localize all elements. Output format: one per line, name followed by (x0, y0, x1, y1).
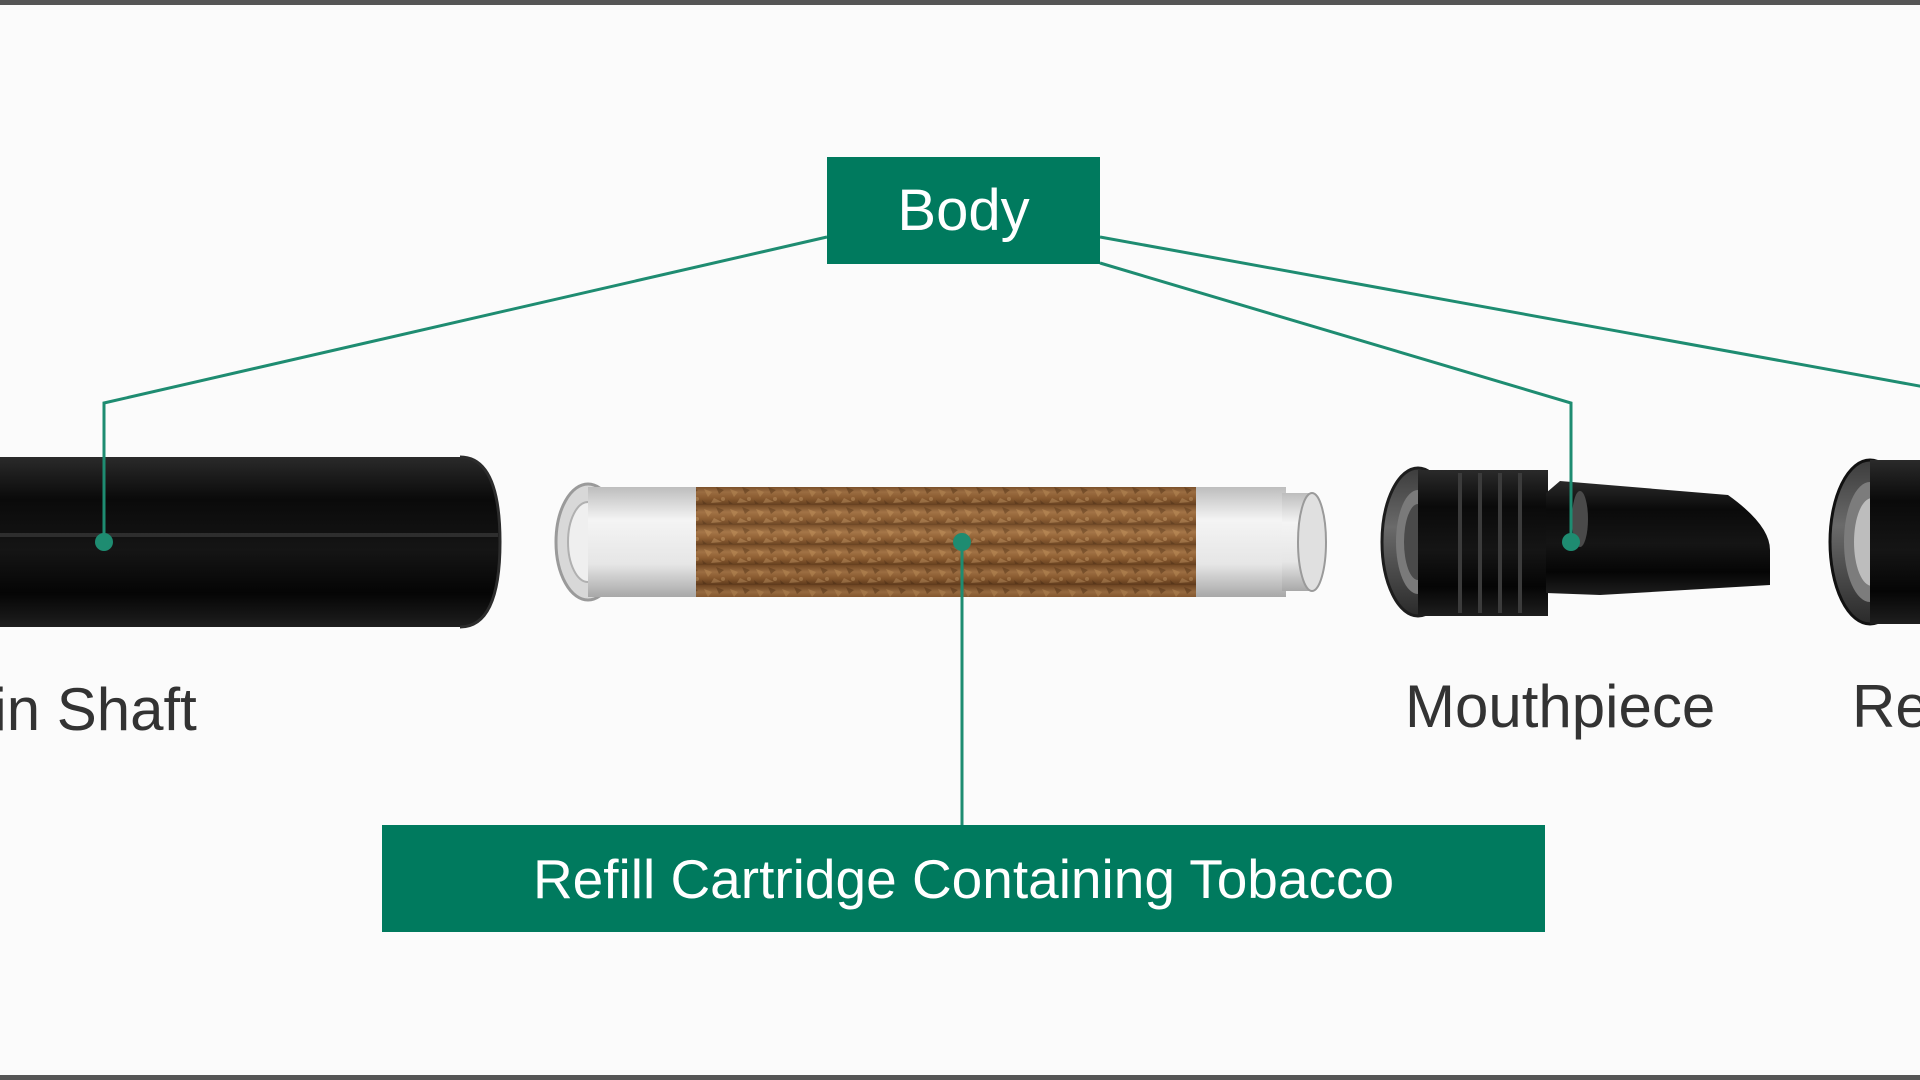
connector-body-to-shaft (102, 235, 828, 542)
main-shaft-icon (0, 455, 502, 629)
connector-body-to-right (1099, 235, 1920, 388)
diagram-canvas (0, 235, 1920, 825)
connector-dots (95, 533, 1580, 551)
mouthpiece-icon (1380, 466, 1770, 618)
right-part-label: Re (1852, 673, 1920, 740)
right-part-icon (1828, 458, 1920, 626)
cartridge-tag: Refill Cartridge Containing Tobacco (382, 825, 1545, 932)
main-shaft-label: ain Shaft (0, 676, 197, 743)
connector-lines (102, 235, 1920, 825)
connector-body-to-mouthpiece (1099, 261, 1573, 542)
body-tag: Body (827, 157, 1100, 264)
mouthpiece-label: Mouthpiece (1405, 673, 1716, 740)
cartridge-tag-text: Refill Cartridge Containing Tobacco (532, 847, 1395, 910)
body-tag-text: Body (897, 178, 1030, 243)
cartridge-icon (554, 482, 1327, 602)
